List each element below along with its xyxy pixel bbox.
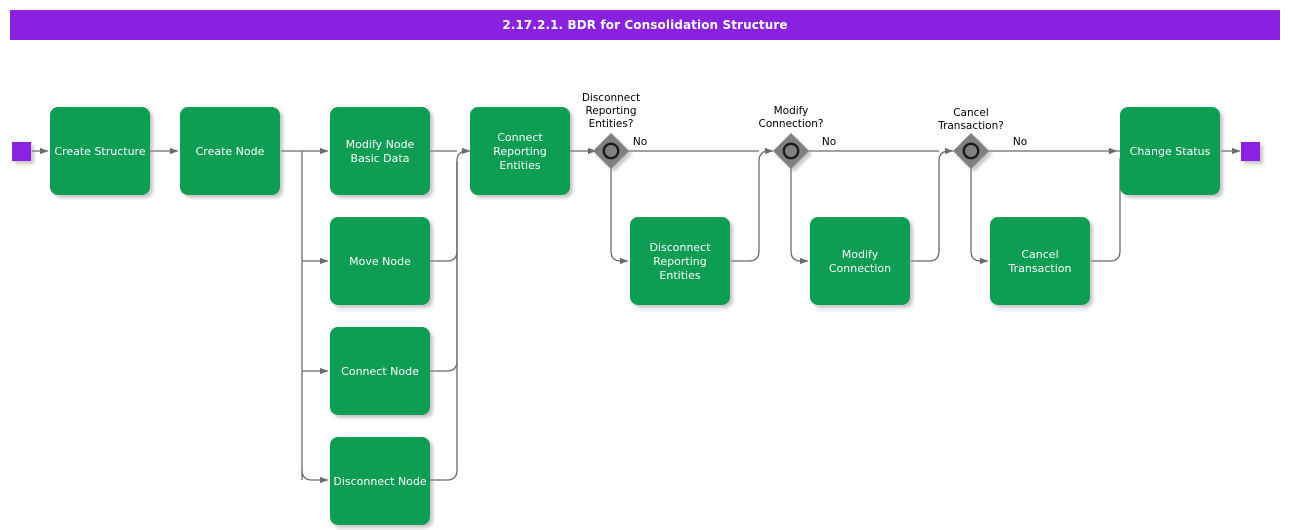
flow-gw3-yes-to-task: [970, 166, 989, 265]
task-box[interactable]: [810, 217, 910, 305]
task-cancel-transaction[interactable]: Cancel Transaction: [990, 217, 1090, 305]
gateway-label-line2: Transaction?: [937, 120, 1004, 132]
gateway-label-line3: Entities?: [589, 118, 634, 130]
flow-gw1-yes-to-task: [610, 166, 629, 265]
task-box[interactable]: [180, 107, 280, 195]
flow-merge-to-connect-reporting: [456, 147, 471, 162]
task-box[interactable]: [330, 437, 430, 525]
flow-move-node-to-merge: [430, 161, 458, 262]
task-label-line2: Transaction: [1008, 262, 1072, 275]
task-connect-node[interactable]: Connect Node: [330, 327, 430, 415]
task-box[interactable]: [50, 107, 150, 195]
gateway-cancel-transaction[interactable]: Cancel Transaction? No: [937, 107, 1027, 169]
task-box[interactable]: [630, 217, 730, 305]
flow-gw2-yes-to-task: [790, 166, 809, 265]
task-create-node[interactable]: Create Node: [180, 107, 280, 195]
task-label-line1: Modify Node: [346, 138, 415, 151]
task-box[interactable]: [330, 217, 430, 305]
task-label-line2: Reporting: [493, 145, 546, 158]
task-label: Change Status: [1130, 145, 1211, 158]
gateway-label-line2: Connection?: [759, 118, 824, 130]
inclusive-gateway-icon: [782, 142, 800, 160]
gateway-label-line1: Cancel: [953, 107, 989, 119]
task-label: Disconnect Node: [333, 475, 427, 488]
task-box[interactable]: [1120, 107, 1220, 195]
task-label: Create Structure: [54, 145, 145, 158]
edge-label-no: No: [822, 136, 836, 148]
task-label-line2: Basic Data: [351, 152, 410, 165]
task-label-line3: Entities: [499, 159, 540, 172]
task-label-line2: Connection: [829, 262, 891, 275]
gateway-diamond[interactable]: [593, 133, 629, 169]
task-label: Connect Node: [341, 365, 419, 378]
task-box[interactable]: [330, 107, 430, 195]
task-move-node[interactable]: Move Node: [330, 217, 430, 305]
gateway-label-line2: Reporting: [585, 105, 636, 117]
gateway-label-line1: Modify: [774, 105, 809, 117]
diagram-title-bar: 2.17.2.1. BDR for Consolidation Structur…: [10, 10, 1280, 40]
task-disconnect-reporting-entities[interactable]: Disconnect Reporting Entities: [630, 217, 730, 305]
task-label: Create Node: [196, 145, 265, 158]
task-box[interactable]: [470, 107, 570, 195]
page-title: 2.17.2.1. BDR for Consolidation Structur…: [502, 18, 788, 32]
task-label-line1: Modify: [842, 248, 879, 261]
flow-disconnect-node-to-merge: [430, 161, 458, 481]
gateway-disconnect-reporting-entities[interactable]: Disconnect Reporting Entities? No: [582, 92, 647, 169]
task-create-structure[interactable]: Create Structure: [50, 107, 150, 195]
flow-disconnect-reporting-to-gw2: [731, 147, 774, 262]
gateway-modify-connection[interactable]: Modify Connection? No: [759, 105, 837, 169]
task-connect-reporting-entities[interactable]: Connect Reporting Entities: [470, 107, 570, 195]
inclusive-gateway-icon: [962, 142, 980, 160]
gateway-label-line1: Disconnect: [582, 92, 640, 104]
task-label-line3: Entities: [659, 269, 700, 282]
flow-modify-connection-to-gw3: [911, 147, 954, 262]
end-event-marker[interactable]: [1241, 142, 1260, 161]
gateway-diamond[interactable]: [773, 133, 809, 169]
task-modify-node-basic-data[interactable]: Modify Node Basic Data: [330, 107, 430, 195]
task-label-line1: Disconnect: [649, 241, 711, 254]
task-disconnect-node[interactable]: Disconnect Node: [330, 437, 430, 525]
task-label-line1: Connect: [497, 131, 543, 144]
edge-label-no: No: [633, 136, 647, 148]
inclusive-gateway-icon: [602, 142, 620, 160]
start-event-marker[interactable]: [12, 142, 31, 161]
task-label-line1: Cancel: [1021, 248, 1058, 261]
task-change-status[interactable]: Change Status: [1120, 107, 1220, 195]
gateway-diamond[interactable]: [953, 133, 989, 169]
task-modify-connection[interactable]: Modify Connection: [810, 217, 910, 305]
flow-connectors: [32, 147, 1241, 484]
edge-label-no: No: [1013, 136, 1027, 148]
flow-split-to-disconnect-node: [301, 469, 329, 484]
flow-connect-node-to-merge: [430, 161, 458, 372]
task-box[interactable]: [330, 327, 430, 415]
task-label: Move Node: [349, 255, 411, 268]
task-box[interactable]: [990, 217, 1090, 305]
task-label-line2: Reporting: [653, 255, 706, 268]
